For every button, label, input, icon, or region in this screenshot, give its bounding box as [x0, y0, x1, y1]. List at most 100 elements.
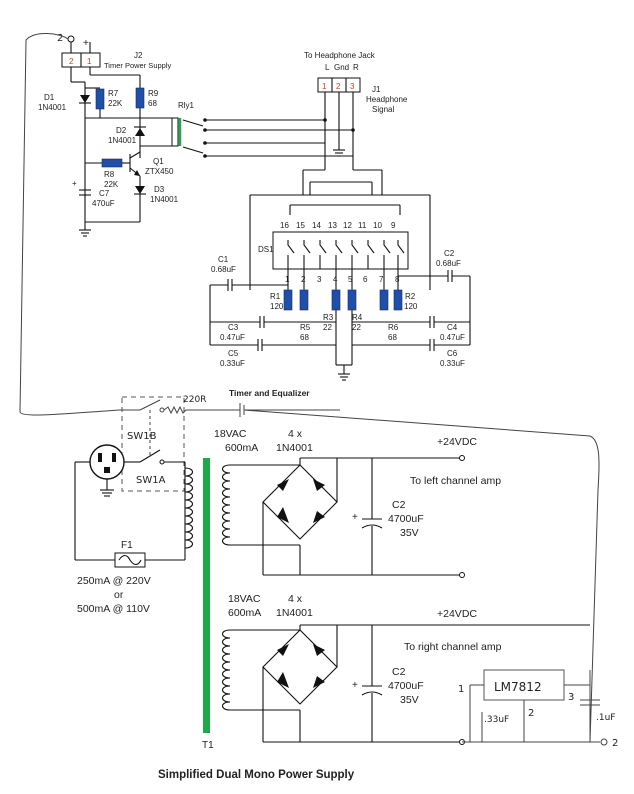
c4-ref: C4	[447, 323, 458, 332]
r7-ref: R7	[108, 89, 119, 98]
d3-diode	[135, 186, 145, 194]
hw-220r: 220R	[183, 395, 206, 405]
r4-val: 22	[352, 323, 361, 332]
c2-plus-1: +	[352, 512, 358, 523]
j2-desc: Timer Power Supply	[104, 61, 171, 70]
j1-desc-1: Headphone	[366, 95, 408, 104]
r3-val: 22	[323, 323, 332, 332]
q1-ref: Q1	[153, 157, 164, 166]
r8-ref: R8	[104, 170, 115, 179]
hw-node-2: 2	[57, 33, 63, 44]
r7-val: 22K	[108, 99, 123, 108]
c4-val: 0.47uF	[440, 333, 465, 342]
ds1-pin-6: 6	[363, 275, 368, 284]
pencil-regulator: LM7812 1 2 3 .33uF .1uF 2	[458, 669, 618, 749]
j2-pin-2: 2	[69, 57, 74, 66]
j1-pin-3: 3	[350, 82, 355, 91]
hw-node-end: 2	[612, 738, 618, 749]
d2-val: 1N4001	[108, 136, 137, 145]
rly1-coil	[171, 117, 179, 147]
c2-v-2: 35V	[400, 694, 419, 706]
power-supply: F1 250mA @ 220V or 500mA @ 110V T1 18VAC…	[74, 428, 590, 751]
ds1-pin-13: 13	[328, 221, 337, 230]
hw-sw1a: SW1A	[136, 475, 166, 486]
fuse-line-2: or	[114, 589, 124, 601]
r3-resistor	[331, 289, 341, 311]
left-amp: To left channel amp	[410, 475, 501, 487]
d2-diode	[135, 128, 145, 136]
c2a-val: 0.68uF	[436, 259, 461, 268]
c3-val: 0.47uF	[220, 333, 245, 342]
mains-plug	[89, 444, 125, 480]
t-n-2: 4 x	[288, 593, 303, 605]
c3-ref: C3	[228, 323, 239, 332]
d3-ref: D3	[154, 185, 165, 194]
hw-pin-2: 2	[528, 708, 534, 719]
r5-resistor	[299, 289, 309, 311]
pencil-right-rail	[243, 409, 600, 743]
r1-resistor	[283, 289, 293, 311]
d1-ref: D1	[44, 93, 55, 102]
r5-ref: R5	[300, 323, 311, 332]
r4-resistor	[347, 289, 357, 311]
d1-diode	[80, 95, 90, 103]
c2-val-1: 4700uF	[388, 513, 424, 525]
t1-core	[203, 458, 210, 733]
ds1-switch-contacts	[287, 240, 405, 269]
c6-val: 0.33uF	[440, 359, 465, 368]
r9-resistor	[135, 87, 145, 109]
hw-pin-3: 3	[568, 692, 574, 703]
c2-v-1: 35V	[400, 527, 419, 539]
ds1-pin-3: 3	[317, 275, 322, 284]
r3-ref: R3	[323, 313, 334, 322]
f1-ref: F1	[121, 540, 133, 551]
ds1-ref: DS1	[258, 245, 274, 254]
fuse-line-1: 250mA @ 220V	[77, 575, 151, 587]
hw-sw1b: SW1B	[127, 431, 157, 442]
timer-eq-label: Timer and Equalizer	[229, 388, 310, 398]
relay-contacts	[182, 118, 355, 158]
c2-val-2: 4700uF	[388, 680, 424, 692]
t-diode-1: 1N4001	[276, 442, 313, 454]
node-2-terminal	[67, 35, 75, 43]
ds1-pin-9: 9	[391, 221, 396, 230]
t-vac-2: 18VAC	[228, 593, 261, 605]
c7-plus: +	[72, 179, 77, 188]
vdc-2: +24VDC	[437, 608, 477, 620]
c5-val: 0.33uF	[220, 359, 245, 368]
vdc-1: +24VDC	[437, 436, 477, 448]
r2-val: 120	[404, 302, 418, 311]
r8-resistor	[101, 158, 123, 168]
c7-ref: C7	[99, 189, 110, 198]
rly1-ref: Rly1	[178, 101, 195, 110]
hp-col-l: L	[325, 63, 330, 72]
d2-ref: D2	[116, 126, 127, 135]
ds1-pin-12: 12	[343, 221, 352, 230]
r1-val: 120	[270, 302, 284, 311]
c2-ref-1: C2	[392, 499, 406, 511]
right-amp: To right channel amp	[404, 641, 502, 653]
ds1-pin-16: 16	[280, 221, 289, 230]
bridge-rectifier-1	[262, 464, 338, 540]
ds1-pin-7: 7	[379, 275, 384, 284]
timer-power-supply: 2 1 J2 Timer Power Supply 2 + D1 1N4001 …	[19, 33, 195, 416]
j1-ref: J1	[372, 85, 381, 94]
c7-val: 470uF	[92, 199, 115, 208]
ds1-pin-10: 10	[373, 221, 382, 230]
ds1-pin-5: 5	[348, 275, 353, 284]
t1-ref: T1	[202, 740, 214, 751]
j2-ref: J2	[134, 51, 143, 60]
hw-pin-1: 1	[458, 684, 464, 695]
headphone-section: To Headphone Jack L Gnd R 1 2 3 J1 Headp…	[182, 51, 471, 398]
pencil-timer-switch: 220R SW1B SW1A	[120, 395, 600, 743]
t-diode-2: 1N4001	[276, 607, 313, 619]
q1-emitter-arrow	[134, 170, 140, 176]
j1-pin-2: 2	[336, 82, 341, 91]
hp-col-gnd: Gnd	[334, 63, 349, 72]
r2-resistor	[393, 289, 403, 311]
t-n-1: 4 x	[288, 428, 303, 440]
hw-lm7812: LM7812	[494, 680, 542, 694]
ds1-bottom-pins: 1 2 3 4 5 6 7 8	[285, 275, 400, 284]
r5-val: 68	[300, 333, 309, 342]
